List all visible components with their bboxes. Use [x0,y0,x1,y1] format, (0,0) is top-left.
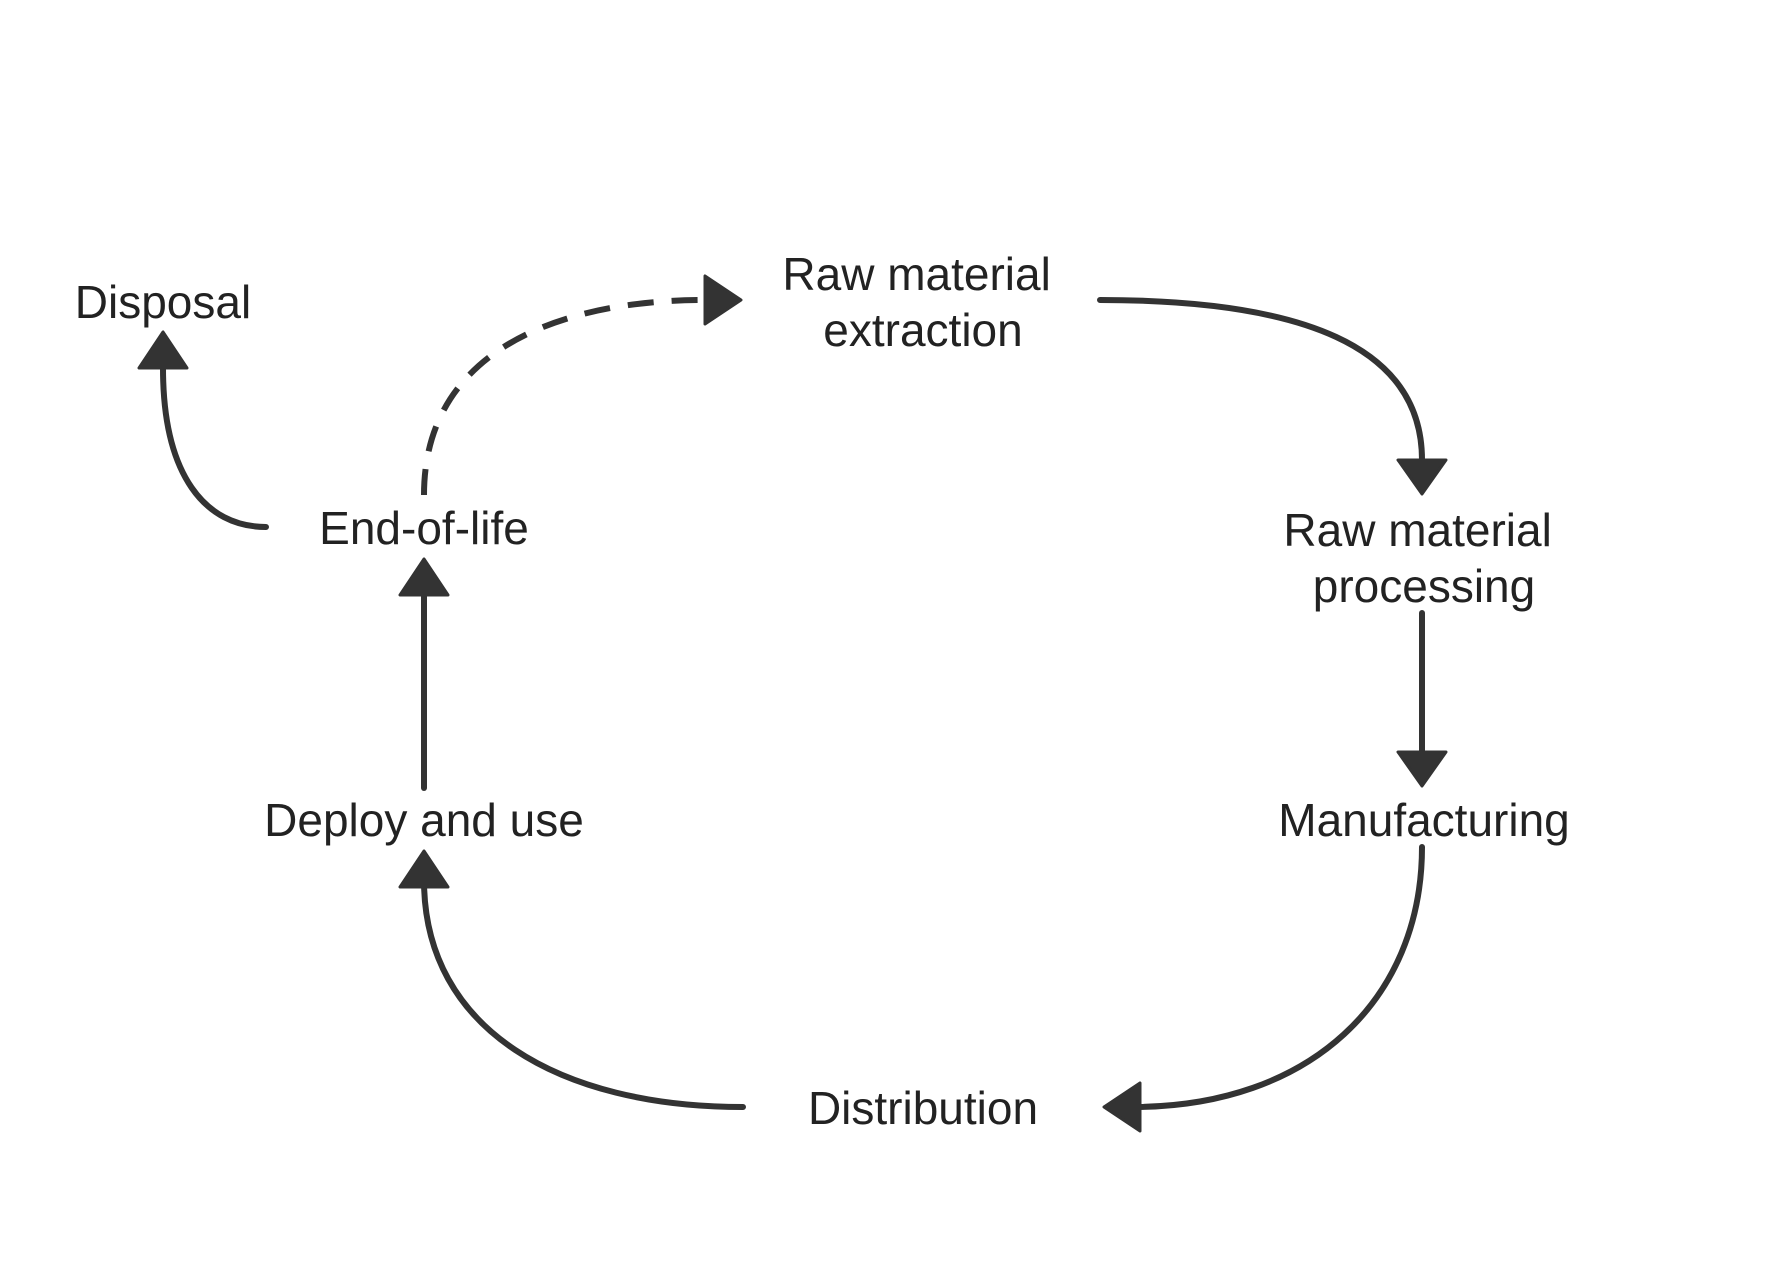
node-raw-material-extraction-line-1: Raw material [782,248,1050,300]
arrowhead-left-icon [1102,1081,1142,1133]
node-raw-material-processing-line-2: processing [1313,560,1535,612]
arrowhead-up-icon [398,849,450,889]
node-manufacturing: Manufacturing [1278,794,1570,846]
node-distribution: Distribution [808,1082,1038,1134]
node-raw-material-processing-line-1: Raw material [1283,504,1551,556]
arrowhead-right-icon [703,274,743,326]
arrowhead-up-icon [398,557,450,597]
edge-distribution-to-deploy [398,849,746,1110]
node-end-of-life: End-of-life [319,502,529,554]
edge-manufacturing-to-distribution [1102,844,1425,1133]
edge-end-of-life-to-disposal [137,330,269,530]
node-deploy-and-use: Deploy and use [264,794,584,846]
edge-extraction-to-processing [1097,297,1448,496]
arrowhead-down-icon [1396,750,1448,788]
node-disposal: Disposal [75,276,251,328]
arrowhead-down-icon [1396,458,1448,496]
edge-end-of-life-to-extraction-dashed [421,274,743,496]
edge-processing-to-manufacturing [1396,610,1448,788]
edge-deploy-to-end-of-life [398,557,450,791]
node-raw-material-extraction-line-2: extraction [823,304,1022,356]
arrowhead-up-icon [137,330,189,370]
edges [137,274,1448,1133]
nodes: Disposal Raw material extraction End-of-… [75,248,1570,1134]
node-raw-material-extraction: Raw material extraction [782,248,1063,356]
node-raw-material-processing: Raw material processing [1283,504,1564,612]
